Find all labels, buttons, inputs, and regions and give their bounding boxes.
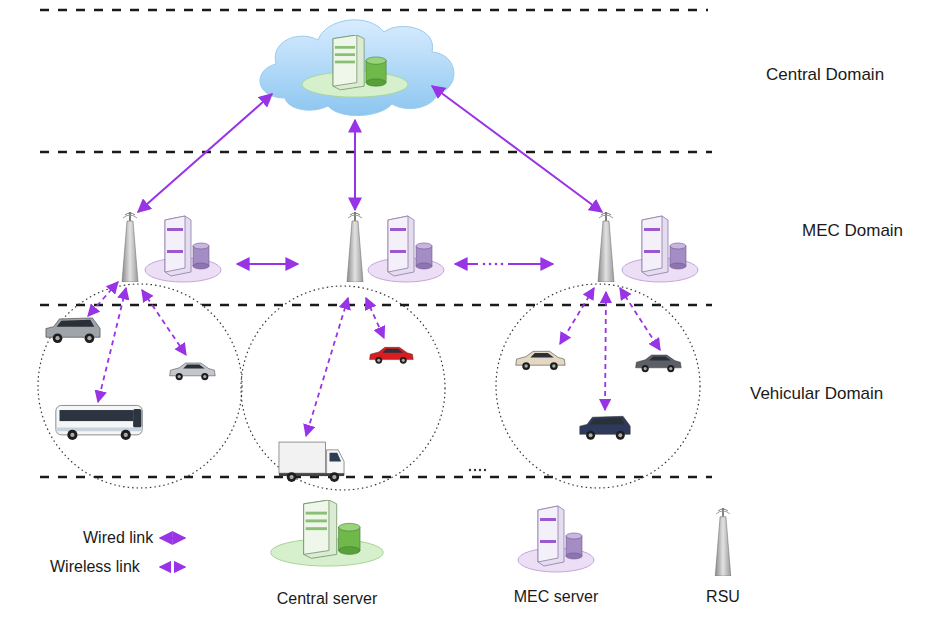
mec-server-symbol: [145, 216, 698, 282]
vehicle: [46, 318, 681, 482]
legend-text: RSU: [706, 587, 740, 606]
domain-label: Vehicular Domain: [750, 384, 883, 404]
legend-text: MEC server: [514, 587, 598, 606]
legend-text: Central server: [277, 589, 377, 608]
ellipsis-dots: [483, 263, 504, 266]
ellipsis-dots: [469, 469, 486, 471]
domain-label: MEC Domain: [802, 221, 903, 241]
legend-text: Wireless link: [50, 557, 140, 576]
wireless-link: [88, 282, 660, 436]
legend-text: Wired link: [83, 528, 153, 547]
domain-separator: [40, 10, 712, 477]
domain-label: Central Domain: [766, 65, 884, 85]
coverage-circle: [38, 284, 700, 490]
legend-sample: [160, 500, 731, 576]
wired-link: [138, 86, 602, 264]
rsu-symbol: [122, 212, 614, 282]
cloud: [260, 20, 454, 116]
